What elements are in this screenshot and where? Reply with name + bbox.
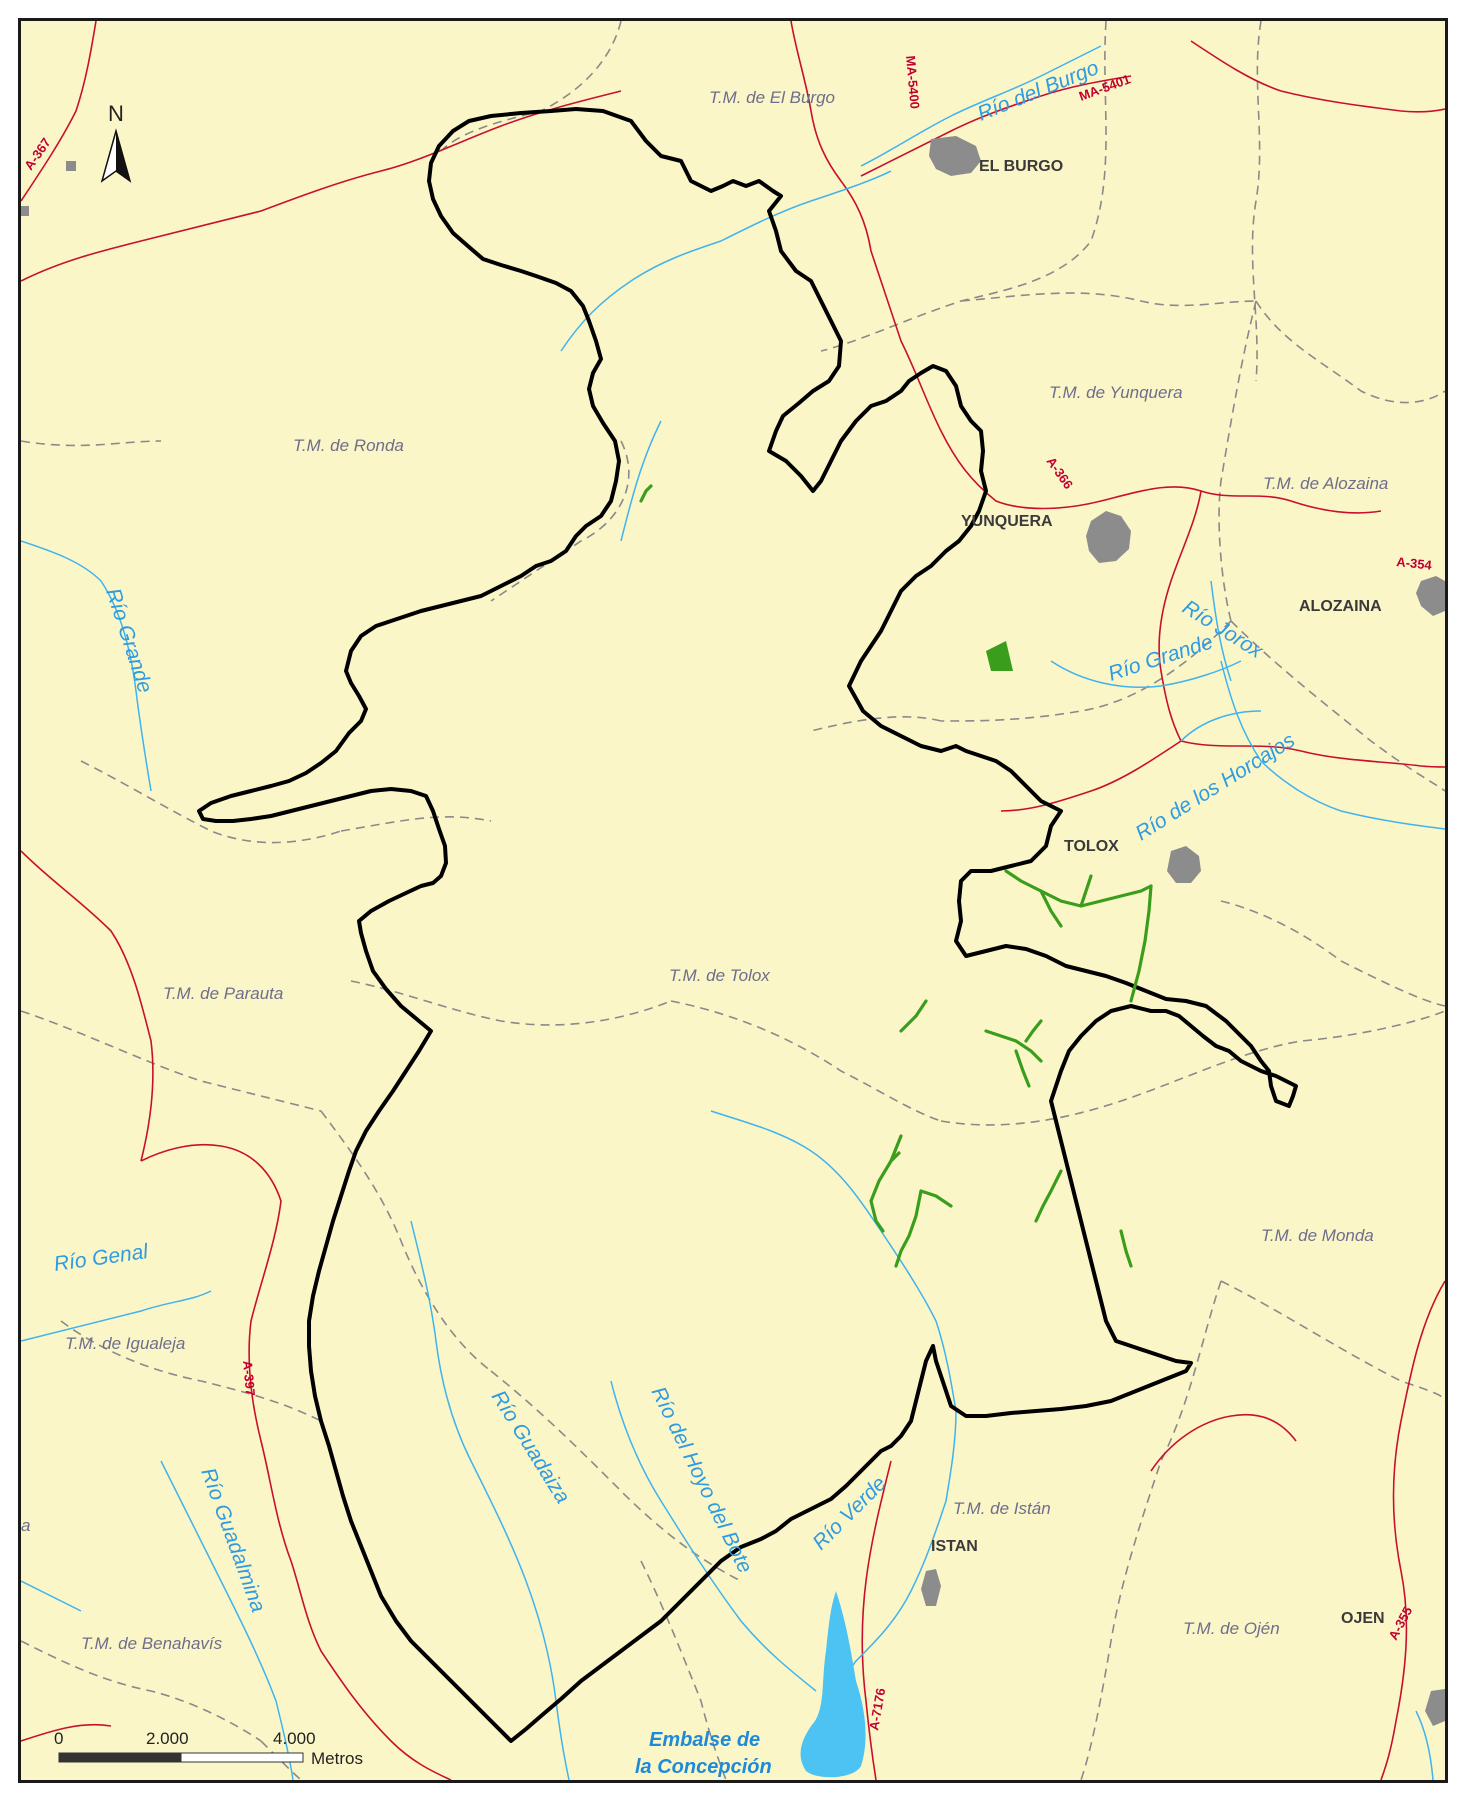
municipality-label: T.M. de Igualeja	[65, 1334, 185, 1353]
reservoir-label-line1: Embalse de	[649, 1729, 760, 1751]
map-frame: N T.M. de El Burgo T.M. de Yunquera T.M.…	[18, 18, 1448, 1783]
road-label: A-397	[240, 1360, 258, 1397]
town-tolox-shape	[1167, 846, 1201, 883]
municipality-label: T.M. de Istán	[953, 1499, 1051, 1518]
municipality-label: T.M. de El Burgo	[709, 88, 835, 107]
town-istan-shape	[921, 1569, 941, 1606]
town-labels: EL BURGO YUNQUERA ALOZAINA TOLOX ISTAN O…	[931, 158, 1385, 1627]
roads	[21, 21, 1445, 1780]
reservoir-label-line2: la Concepción	[635, 1756, 772, 1778]
towns	[21, 136, 1445, 1726]
scale-tick-label: 2.000	[146, 1729, 189, 1748]
reservoir-shape	[800, 1591, 866, 1778]
municipality-labels: T.M. de El Burgo T.M. de Yunquera T.M. d…	[65, 88, 1388, 1653]
municipal-borders	[21, 21, 1445, 1780]
road-label: A-354	[1396, 554, 1434, 573]
scale-bar-segment-dark	[58, 1752, 182, 1763]
scale-bar: 0 2.000 4.000 Metros	[54, 1729, 363, 1768]
municipality-label: T.M. de Parauta	[163, 984, 283, 1003]
town-el-burgo-shape	[929, 136, 981, 176]
town-ojen-shape	[1425, 1689, 1445, 1726]
town-label: ALOZAINA	[1299, 598, 1382, 615]
scale-bar-segment-light	[180, 1752, 304, 1763]
map-canvas[interactable]: N T.M. de El Burgo T.M. de Yunquera T.M.…	[21, 21, 1445, 1780]
municipality-label: T.M. de Monda	[1261, 1226, 1374, 1245]
scale-tick-label: 4.000	[273, 1729, 316, 1748]
municipality-label: T.M. de Ronda	[293, 436, 404, 455]
town-yunquera-shape	[1086, 511, 1131, 563]
municipality-label: T.M. de Alozaina	[1263, 474, 1388, 493]
town-a367-shape	[66, 161, 76, 171]
habitat-patch	[986, 641, 1013, 671]
town-label: EL BURGO	[979, 158, 1063, 175]
town-label: YUNQUERA	[961, 513, 1053, 530]
town-small-shape	[21, 206, 29, 216]
municipality-label: T.M. de Yunquera	[1049, 383, 1183, 402]
reservoir-label: Embalse de la Concepción	[635, 1729, 772, 1778]
town-label: ISTAN	[931, 1538, 978, 1555]
municipality-label: T.M. de Ojén	[1183, 1619, 1280, 1638]
habitat-segments	[639, 484, 1153, 1268]
town-label: OJEN	[1341, 1610, 1385, 1627]
north-arrow: N	[100, 101, 132, 183]
scale-tick-label: 0	[54, 1729, 63, 1748]
north-arrow-label: N	[108, 101, 124, 126]
town-label: TOLOX	[1064, 838, 1119, 855]
map-background	[21, 21, 1445, 1780]
study-area-boundary	[197, 107, 1298, 1743]
town-alozaina-shape	[1416, 576, 1445, 616]
road-label: A-7176	[866, 1687, 888, 1732]
scale-unit-label: Metros	[311, 1749, 363, 1768]
municipality-label: T.M. de Benahavís	[81, 1634, 223, 1653]
municipality-label: T.M. de Tolox	[669, 966, 770, 985]
edge-fragment-label: a	[21, 1516, 30, 1535]
road-label: MA-5400	[903, 55, 923, 110]
